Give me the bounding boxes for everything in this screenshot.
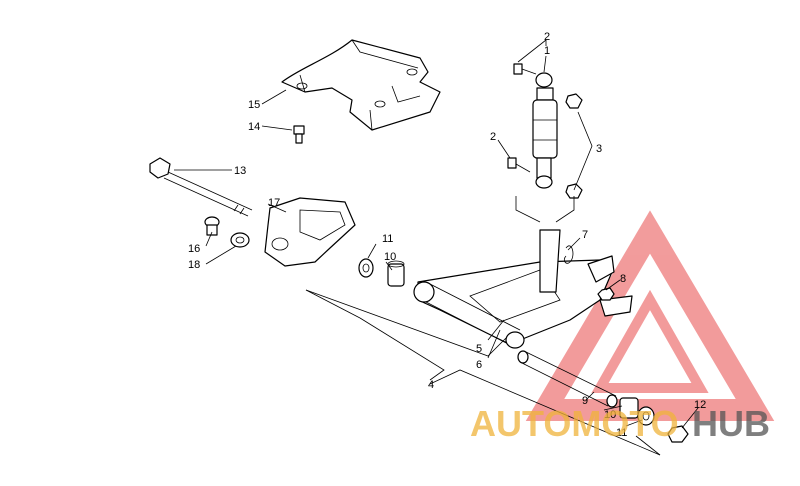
callout-13: 13 — [234, 165, 246, 177]
watermark-text: AUTOMOTO HUB — [470, 403, 770, 444]
part-18-washer — [230, 232, 250, 248]
callout-2: 2 — [490, 131, 496, 143]
watermark-logo — [525, 210, 775, 421]
part-14-bolt — [293, 125, 305, 144]
part-13-long-bolt — [149, 157, 253, 217]
watermark-part1: AUTOMOTO — [470, 403, 679, 444]
callout-10: 10 — [604, 409, 616, 421]
part-4-swing-arm — [413, 229, 633, 349]
part-7-clip — [563, 245, 574, 264]
watermark-part2: HUB — [692, 403, 770, 444]
callout-9: 9 — [582, 395, 588, 407]
callout-2: 2 — [544, 31, 550, 43]
leader-lines — [174, 39, 699, 456]
part-9-shaft — [517, 350, 618, 408]
callout-8: 8 — [620, 273, 626, 285]
callout-5: 5 — [476, 343, 482, 355]
callout-11: 11 — [382, 233, 393, 245]
part-10-bushing-lower — [619, 397, 639, 419]
callout-4: 4 — [428, 379, 434, 391]
callout-6: 6 — [476, 359, 482, 371]
part-15-bracket — [281, 39, 441, 131]
callout-10: 10 — [384, 251, 396, 263]
part-2-upper-bolt — [513, 63, 537, 75]
callout-12: 12 — [694, 399, 706, 411]
part-10-bushing-upper — [387, 260, 405, 287]
part-1-shock-absorber — [532, 72, 558, 189]
part-11-washer-upper — [358, 258, 374, 278]
part-16-bolt — [204, 216, 220, 236]
callout-16: 16 — [188, 243, 200, 255]
part-17-plate — [264, 197, 356, 267]
callout-17: 17 — [268, 197, 280, 209]
callout-14: 14 — [248, 121, 260, 133]
part-12-nut — [667, 425, 689, 443]
callout-11: 11 — [616, 427, 627, 439]
part-11-washer-lower — [637, 406, 655, 426]
callout-18: 18 — [188, 259, 200, 271]
callout-15: 15 — [248, 99, 260, 111]
part-2-lower-bolt — [507, 157, 531, 173]
callout-7: 7 — [582, 229, 588, 241]
callout-1: 1 — [544, 45, 550, 57]
callout-3: 3 — [596, 143, 602, 155]
part-8-bolt — [597, 287, 615, 301]
part-3-nuts — [565, 93, 583, 199]
callout-labels: 1 2 2 3 4 5 6 7 8 9 10 10 11 11 12 13 14… — [188, 31, 706, 439]
